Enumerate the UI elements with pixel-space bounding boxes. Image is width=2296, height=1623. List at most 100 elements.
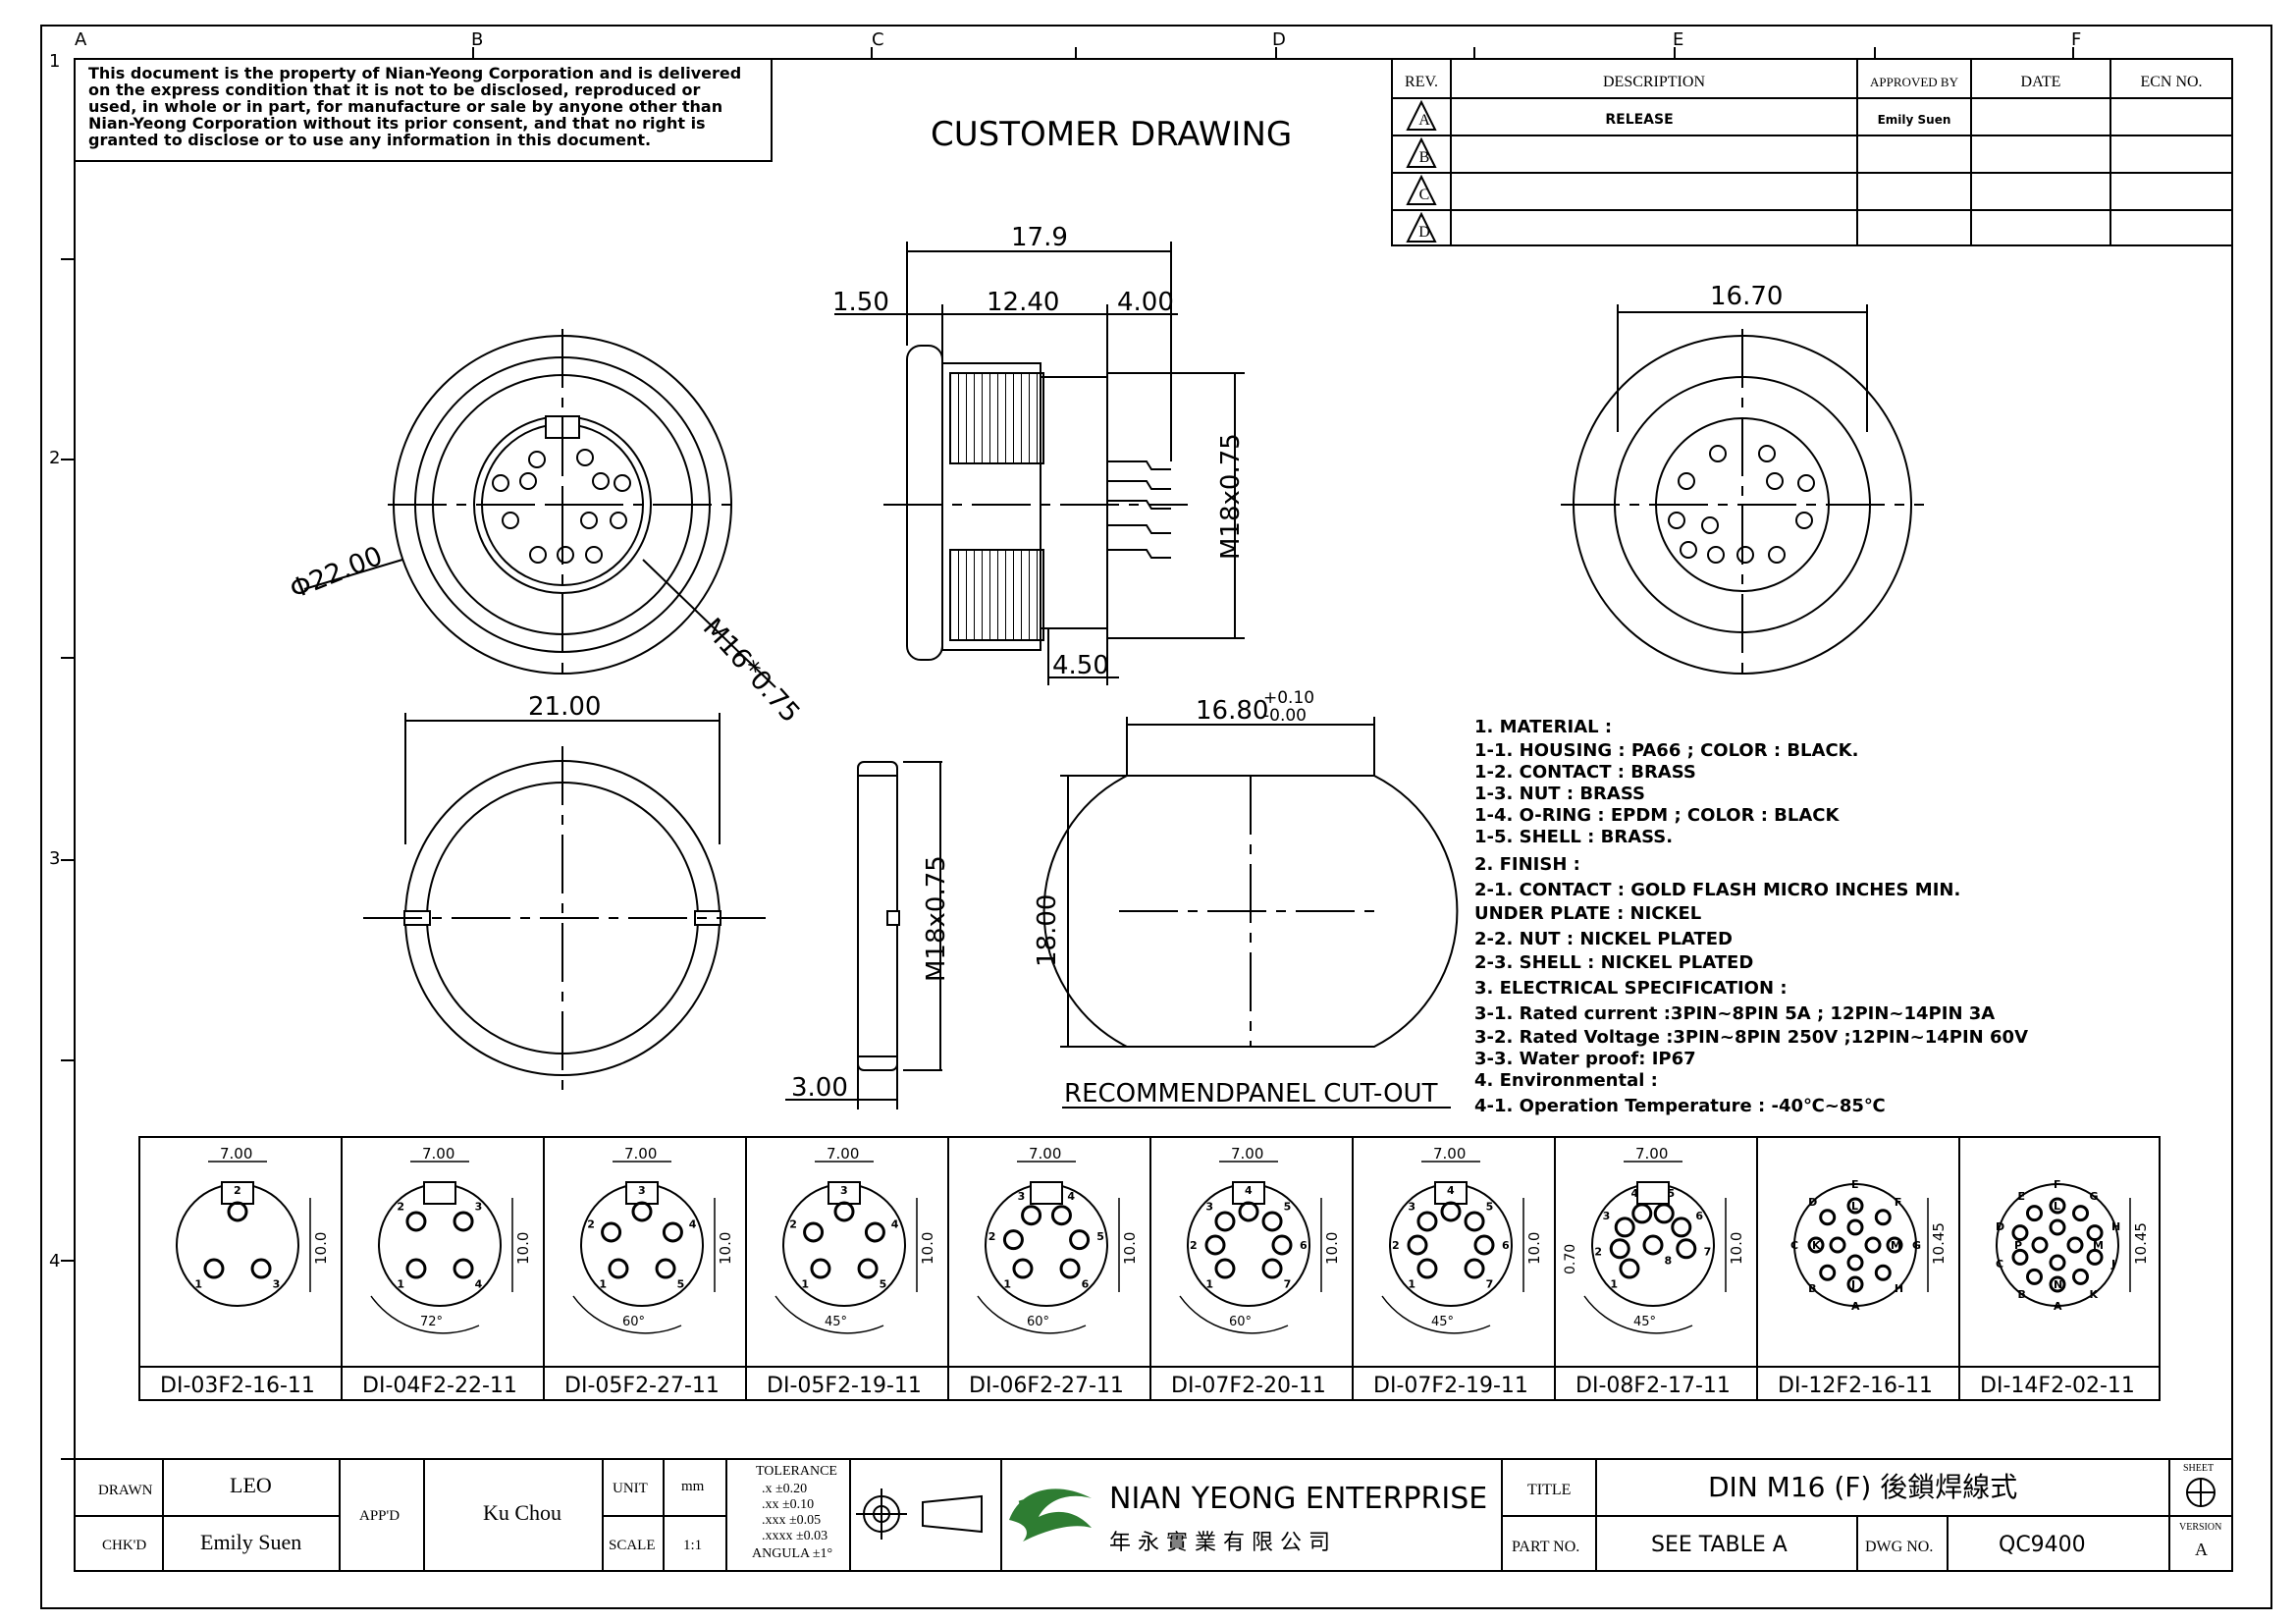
svg-text:1-4. O-RING : EPDM ; COLO: 1-4. O-RING : EPDM ; COLOR : BLACK [1474,805,1840,826]
col-label: D [1272,29,1286,50]
svg-text:2-3. SHELL : NICKEL PLATED: 2-3. SHELL : NICKEL PLATED [1474,952,1753,973]
pin-contact [1846,1275,1864,1293]
svg-text:UNDER PLATE : NICKEL: UNDER PLATE : NICKEL [1474,903,1701,924]
pinout-code: DI-14F2-02-11 [1980,1374,2135,1398]
col-label: E [1673,29,1683,50]
description-header: DESCRIPTION [1603,74,1705,90]
pinout-code: DI-07F2-20-11 [1171,1374,1326,1398]
pin-label: B [2018,1288,2026,1301]
cutout-height-label: 18.00 [1033,894,1062,967]
pin-contact [662,1221,683,1243]
back-view [1561,304,1924,677]
date-header: DATE [2021,74,2061,90]
dwg-no-label: DWG NO. [1865,1539,1933,1555]
tolerance-line: .xx ±0.10 [762,1497,814,1512]
pin-contact [1204,1234,1226,1256]
part-no-value: SEE TABLE A [1651,1533,1788,1557]
appd-label: APP'D [359,1508,400,1524]
pinout-top-dim: 7.00 [624,1145,657,1163]
pin-contact [1819,1264,1837,1281]
svg-text:3-3. Water proof: IP67: 3-3. Water proof: IP67 [1474,1049,1696,1069]
pin-label: P [2014,1239,2022,1252]
pin-contact [1631,1203,1653,1224]
svg-text:1-3. NUT : BRASS: 1-3. NUT : BRASS [1474,784,1645,804]
pin-label: 5 [1284,1200,1292,1213]
notice-text: This document is the property of Nian-Ye… [88,64,741,149]
pin-label: 1 [1205,1278,1213,1291]
pin-contact [1407,1234,1428,1256]
pin-label: 5 [677,1278,685,1291]
pin-label: 1 [1610,1278,1618,1291]
row-label: 1 [49,51,60,72]
pin-label: 4 [475,1278,483,1291]
company-name-en: NIAN YEONG ENTERPRISE [1109,1482,1487,1516]
company-logo [1009,1488,1092,1542]
panel-cutout-view [1042,717,1459,1109]
pin-contact [1642,1234,1664,1256]
pin-contact [864,1221,885,1243]
pin-label: 5 [1667,1187,1675,1200]
pin-contact [1671,1217,1692,1238]
drawn-label: DRAWN [98,1483,153,1498]
svg-text:1. MATERIAL :: 1. MATERIAL : [1474,717,1612,737]
pin-label: N [2054,1278,2062,1291]
pin-contact [2025,1205,2043,1222]
pin-label: A [1851,1300,1860,1313]
col-label: C [872,29,884,50]
col-label: B [471,29,483,50]
pinout-top-dim: 7.00 [1231,1145,1263,1163]
title-label: TITLE [1527,1482,1571,1498]
pin-label: 3 [1018,1190,1026,1203]
pin-contact [1050,1205,1072,1226]
nut-width-label: 21.00 [528,692,601,722]
row-label: 3 [49,848,60,869]
pin-label: L [1851,1200,1858,1213]
pin-label: 6 [1082,1278,1090,1291]
pinout-side-dim: 10.0 [1121,1232,1139,1265]
pin-contact [1614,1217,1635,1238]
pin-label: L [2054,1200,2060,1213]
version-value: A [2195,1540,2208,1559]
pin-contact [1886,1236,1903,1254]
pin-contact [1473,1234,1495,1256]
pin-label: E [2018,1190,2026,1203]
cutout-width-tol-down: -0.00 [1263,706,1307,726]
pin-contact [2072,1268,2090,1285]
pin-label: K [1812,1239,1821,1252]
pin-contact [1864,1236,1882,1254]
pin-label: D [1996,1220,2004,1233]
pin-label: M [1891,1239,1901,1252]
svg-text:1-1. HOUSING : PA66 ; COL: 1-1. HOUSING : PA66 ; COLOR : BLACK. [1474,740,1858,761]
pin-contact [601,1221,622,1243]
side-bottom-label: 4.50 [1052,651,1109,680]
tolerance-header: TOLERANCE [756,1464,837,1479]
side-view [834,242,1245,685]
pinout-code: DI-07F2-19-11 [1373,1374,1528,1398]
pinout-code: DI-05F2-19-11 [767,1374,922,1398]
pin-contact [2086,1248,2104,1266]
pin-label: 3 [1603,1210,1611,1222]
pinout-top-dim: 7.00 [827,1145,859,1163]
pin-label: 4 [1447,1184,1455,1197]
svg-text:1-5. SHELL : BRASS.: 1-5. SHELL : BRASS. [1474,827,1673,847]
pin-contact [833,1201,855,1222]
pin-label: 7 [1284,1278,1292,1291]
pin-label: D [1808,1196,1817,1209]
side-dims: 17.9 1.50 12.40 4.00 M18x0.75 4.50 [832,223,1246,680]
scale-value: 1:1 [683,1538,702,1553]
pin-label: 2 [397,1200,404,1213]
pinout-side-dim: 10.0 [514,1232,532,1265]
pin-label: 6 [1502,1239,1510,1252]
side-body-label: 12.40 [987,288,1059,317]
pin-label: F [1895,1196,1902,1209]
rev-c: C [1419,187,1430,203]
pin-label: 1 [599,1278,607,1291]
cutout-label: RECOMMENDPANEL CUT-OUT [1064,1079,1438,1109]
pin-contact [1214,1258,1236,1279]
pinout-angle: 60° [1027,1315,1049,1329]
pin-label: 5 [880,1278,887,1291]
pin-contact [2086,1224,2104,1242]
